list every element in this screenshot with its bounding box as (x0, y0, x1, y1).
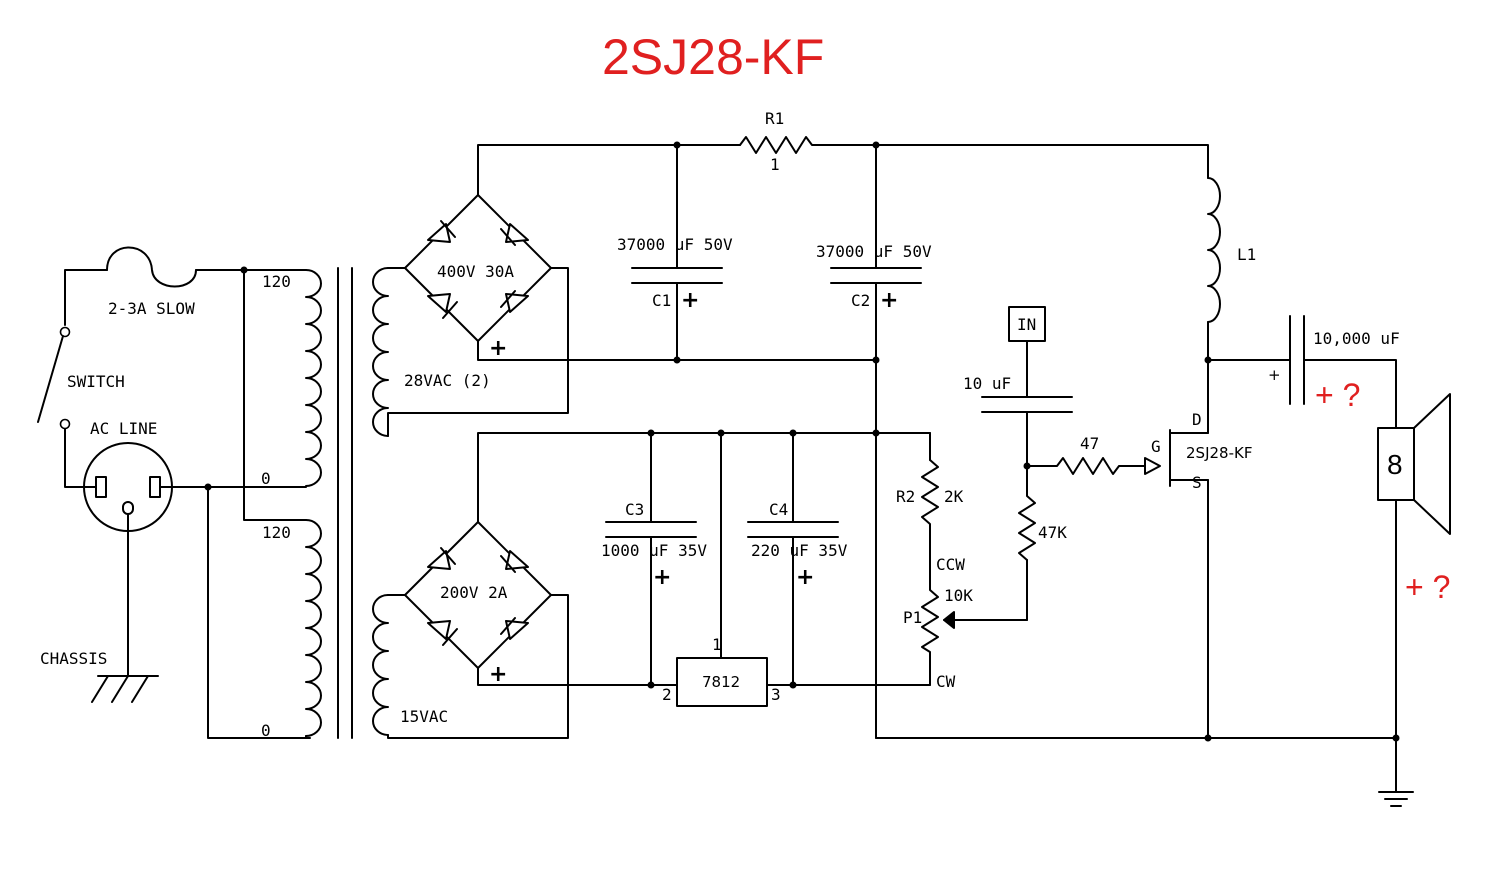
svg-text:1: 1 (712, 635, 722, 654)
bias-network: R2 2K CCW 10K P1 CW 47K IN 10 uF 47 (896, 306, 1146, 691)
fet-gate-label: G (1151, 437, 1161, 456)
svg-text:+: + (796, 565, 814, 590)
secondary1-label: 28VAC (2) (404, 371, 491, 390)
gate-res-label: 47 (1080, 434, 1099, 453)
svg-text:+: + (489, 336, 507, 361)
bias-res-label: 47K (1038, 523, 1067, 542)
svg-text:120: 120 (262, 272, 291, 291)
svg-text:+: + (489, 662, 507, 687)
c1-value: 37000 uF 50V (617, 235, 733, 254)
r1-value: 1 (770, 155, 780, 174)
bridge2-label: 200V 2A (440, 583, 508, 602)
svg-text:2: 2 (662, 685, 672, 704)
fet-drain-label: D (1192, 410, 1202, 429)
cw-label: CW (936, 672, 956, 691)
in-label: IN (1017, 315, 1036, 334)
speaker-impedance: 8 (1387, 449, 1403, 480)
fet-source-label: S (1192, 473, 1202, 492)
c3-value: 1000 uF 35V (601, 541, 707, 560)
svg-text:120: 120 (262, 523, 291, 542)
fuse-symbol (106, 246, 197, 288)
mosfet-2sj28: D G S 2SJ28-KF (1144, 410, 1252, 739)
bridge-rectifier-1: 400V 30A + (404, 144, 877, 361)
svg-text:3: 3 (771, 685, 781, 704)
l1-inductor (1207, 177, 1221, 323)
r-47k (1018, 465, 1036, 561)
transformer: 120 0 120 0 28VAC (2) 15VAC (243, 267, 569, 740)
ac-line-label: AC LINE (90, 419, 157, 438)
red-question-1: + ? (1315, 377, 1360, 413)
c4-value: 220 uF 35V (751, 541, 848, 560)
switch-contact-top (59, 326, 71, 338)
svg-text:+: + (653, 565, 671, 590)
bridge1-label: 400V 30A (437, 262, 514, 281)
p1-pot (921, 579, 939, 686)
c2-label: C2 (851, 291, 870, 310)
r2-value: 2K (944, 487, 964, 506)
c2-value: 37000 uF 50V (816, 242, 932, 261)
r2-resistor (921, 459, 939, 581)
svg-text:0: 0 (261, 721, 271, 740)
switch-label: SWITCH (67, 372, 125, 391)
svg-text:+: + (880, 288, 898, 313)
secondary2-label: 15VAC (400, 707, 448, 726)
fet-name-label: 2SJ28-KF (1186, 444, 1252, 462)
output-stage: L1 10,000 uF + + ? 8 + ? (875, 177, 1451, 807)
primary-coil-bottom (305, 519, 322, 737)
switch-lever (37, 335, 64, 423)
r1-resistor (739, 136, 1209, 179)
mains-input: 2-3A SLOW SWITCH AC LINE CHASSIS (37, 246, 311, 739)
l1-label: L1 (1237, 245, 1256, 264)
ccw-label: CCW (936, 555, 965, 574)
r2-label: R2 (896, 487, 915, 506)
secondary-coil-2 (372, 594, 389, 736)
secondary-coil-1 (372, 267, 389, 437)
p1-value: 10K (944, 586, 973, 605)
switch-contact-bottom (59, 418, 71, 430)
schematic-title: 2SJ28-KF (602, 29, 824, 85)
regulator-label: 7812 (702, 673, 740, 691)
fuse-label: 2-3A SLOW (108, 299, 195, 318)
c1-label: C1 (652, 291, 671, 310)
svg-text:0: 0 (261, 469, 271, 488)
chassis-label: CHASSIS (40, 649, 107, 668)
red-question-2: + ? (1405, 569, 1450, 605)
out-cap-label: 10,000 uF (1313, 329, 1400, 348)
in-cap-label: 10 uF (963, 374, 1011, 393)
bridge-rectifier-2: 200V 2A + C3 1000 uF 35V + C4 220 uF 35V… (404, 429, 931, 707)
c4-label: C4 (769, 500, 788, 519)
c3-label: C3 (625, 500, 644, 519)
r1-label: R1 (765, 109, 784, 128)
primary-coil-top (305, 269, 322, 487)
main-supply: R1 1 37000 uF 50V C1 + 37000 uF 50V C2 + (617, 109, 1209, 739)
p1-label: P1 (903, 608, 922, 627)
svg-text:+: + (681, 288, 699, 313)
svg-text:+: + (1268, 366, 1281, 384)
r-gate-47 (1026, 457, 1146, 475)
